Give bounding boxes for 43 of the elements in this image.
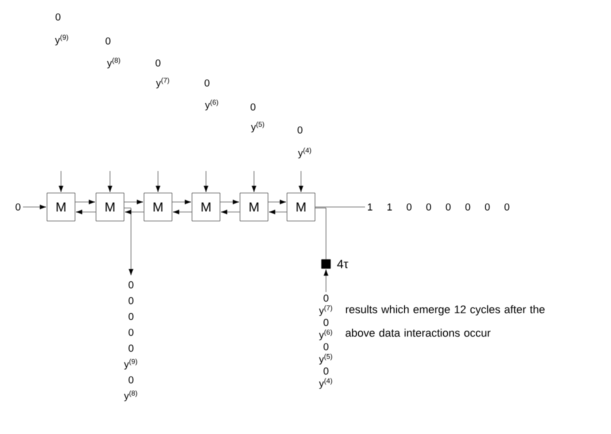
module-box: M xyxy=(286,192,316,222)
module-box: M xyxy=(46,192,76,222)
note-text: results which emerge 12 cycles after the above data interactions occur xyxy=(346,305,545,337)
arrow xyxy=(156,170,160,192)
arrow xyxy=(220,200,240,204)
stream-value: y$^{(4)}$ xyxy=(298,148,312,158)
stream-value: 0 xyxy=(106,37,110,45)
stream-value: y$^{(8)}$ xyxy=(107,58,120,68)
arrow xyxy=(204,170,208,192)
arrow xyxy=(124,208,134,276)
module-box: M xyxy=(96,192,124,222)
data-column: 0 y$^{(7)}$ 0 y$^{(6)}$ 0 y$^{(5)}$ 0 y$^{(4)}$ xyxy=(319,294,332,389)
stream-value: 0 xyxy=(298,126,302,134)
stream-value: 0 xyxy=(204,79,210,87)
stream-value: y$^{(6)}$ xyxy=(205,100,218,110)
arrow xyxy=(324,269,328,292)
arrow xyxy=(172,210,192,214)
arrow xyxy=(58,170,64,192)
stream-value: 0 xyxy=(250,103,256,111)
module-box: M xyxy=(144,192,172,222)
module-box: M xyxy=(240,192,268,222)
arrow xyxy=(124,200,144,204)
delay-label: 4τ xyxy=(337,260,348,268)
stream-value: y$^{(7)}$ xyxy=(156,78,170,88)
arrow xyxy=(268,210,287,214)
arrow xyxy=(22,204,46,210)
stream-value: 0 xyxy=(56,13,60,21)
stream-value: y$^{(5)}$ xyxy=(251,122,264,132)
arrow xyxy=(298,170,304,192)
arrow xyxy=(76,210,96,214)
data-stream: 1 1 0 0 0 0 0 0 xyxy=(368,203,510,211)
arrow xyxy=(75,200,96,204)
arrow xyxy=(268,200,286,204)
arrow xyxy=(252,170,256,192)
arrow xyxy=(124,210,144,214)
module-box: M xyxy=(192,192,220,222)
arrow xyxy=(108,170,112,192)
data-column: 0 0 0 0 0 y$^{(9)}$ 0 y$^{(8)}$ xyxy=(124,281,138,402)
stream-value: 0 xyxy=(156,59,160,67)
arrow xyxy=(172,200,192,204)
input-value: 0 xyxy=(16,203,20,211)
arrow xyxy=(220,210,240,214)
stream-value: y$^{(9)}$ xyxy=(55,34,68,46)
